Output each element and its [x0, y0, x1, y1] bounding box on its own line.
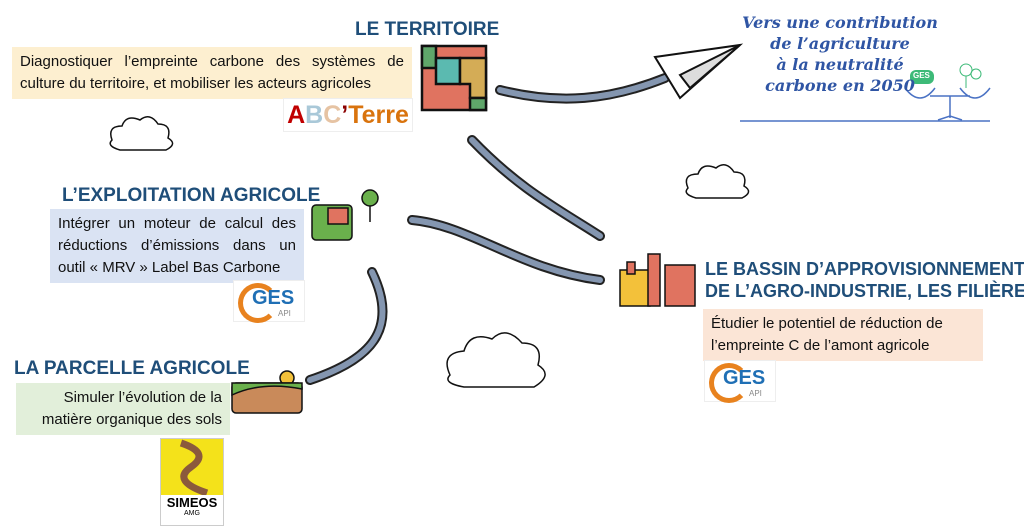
- logo-part: A: [287, 101, 306, 129]
- abcterre-logo: ABC’Terre: [283, 98, 413, 132]
- territoire-title: LE TERRITOIRE: [355, 19, 500, 40]
- goal-line: à la neutralité: [776, 55, 904, 74]
- gesapi-logo: GES API: [704, 360, 776, 403]
- paper-plane-icon: [653, 43, 744, 100]
- logo-part: C: [323, 101, 342, 129]
- logo-name: GES: [252, 287, 295, 309]
- field-icon: [231, 370, 303, 414]
- logo-part: B: [305, 101, 324, 129]
- factory-icon: [619, 253, 696, 307]
- ges-cloud-icon: [910, 70, 934, 84]
- logo-name: SIMEOS: [166, 495, 218, 510]
- logo-part: ’: [341, 101, 349, 129]
- goal-line: de l’agriculture: [770, 34, 910, 53]
- logo-sub: API: [278, 309, 291, 318]
- parcelle-description: Simuler l’évolution de la matière organi…: [16, 383, 230, 435]
- logo-part: Terre: [348, 101, 409, 129]
- territory-map-icon: [420, 44, 488, 112]
- goal-line: carbone en 2050: [765, 76, 915, 95]
- exploitation-description: Intégrer un moteur de calcul des réducti…: [50, 209, 304, 283]
- farm-icon: [311, 189, 379, 241]
- simeos-logo: SIMEOS AMG: [160, 438, 224, 526]
- ges-badge: GES: [913, 71, 930, 80]
- territoire-description: Diagnostiquer l’empreinte carbone des sy…: [12, 47, 412, 99]
- logo-sub: AMG: [184, 510, 200, 517]
- logo-name: GES: [723, 367, 766, 389]
- bassin-title-line: DE L’AGRO-INDUSTRIE, LES FILIÈRES: [705, 281, 1024, 301]
- bassin-title-line: LE BASSIN D’APPROVISIONNEMENT: [705, 259, 1024, 279]
- logo-sub: API: [749, 389, 762, 398]
- exploitation-title: L’EXPLOITATION AGRICOLE: [62, 185, 321, 206]
- goal-line: Vers une contribution: [742, 13, 938, 32]
- trees-icon: [959, 63, 982, 88]
- goal-slogan: Vers une contribution de l’agriculture à…: [735, 12, 945, 96]
- bassin-description: Étudier le potentiel de réduction de l’e…: [703, 309, 983, 361]
- cloud-icons: [109, 116, 750, 388]
- gesapi-logo: GES API: [233, 280, 305, 323]
- parcelle-title: LA PARCELLE AGRICOLE: [14, 358, 250, 379]
- balance-scale-icon: [740, 87, 991, 122]
- bassin-title: LE BASSIN D’APPROVISIONNEMENT DE L’AGRO-…: [705, 258, 1024, 302]
